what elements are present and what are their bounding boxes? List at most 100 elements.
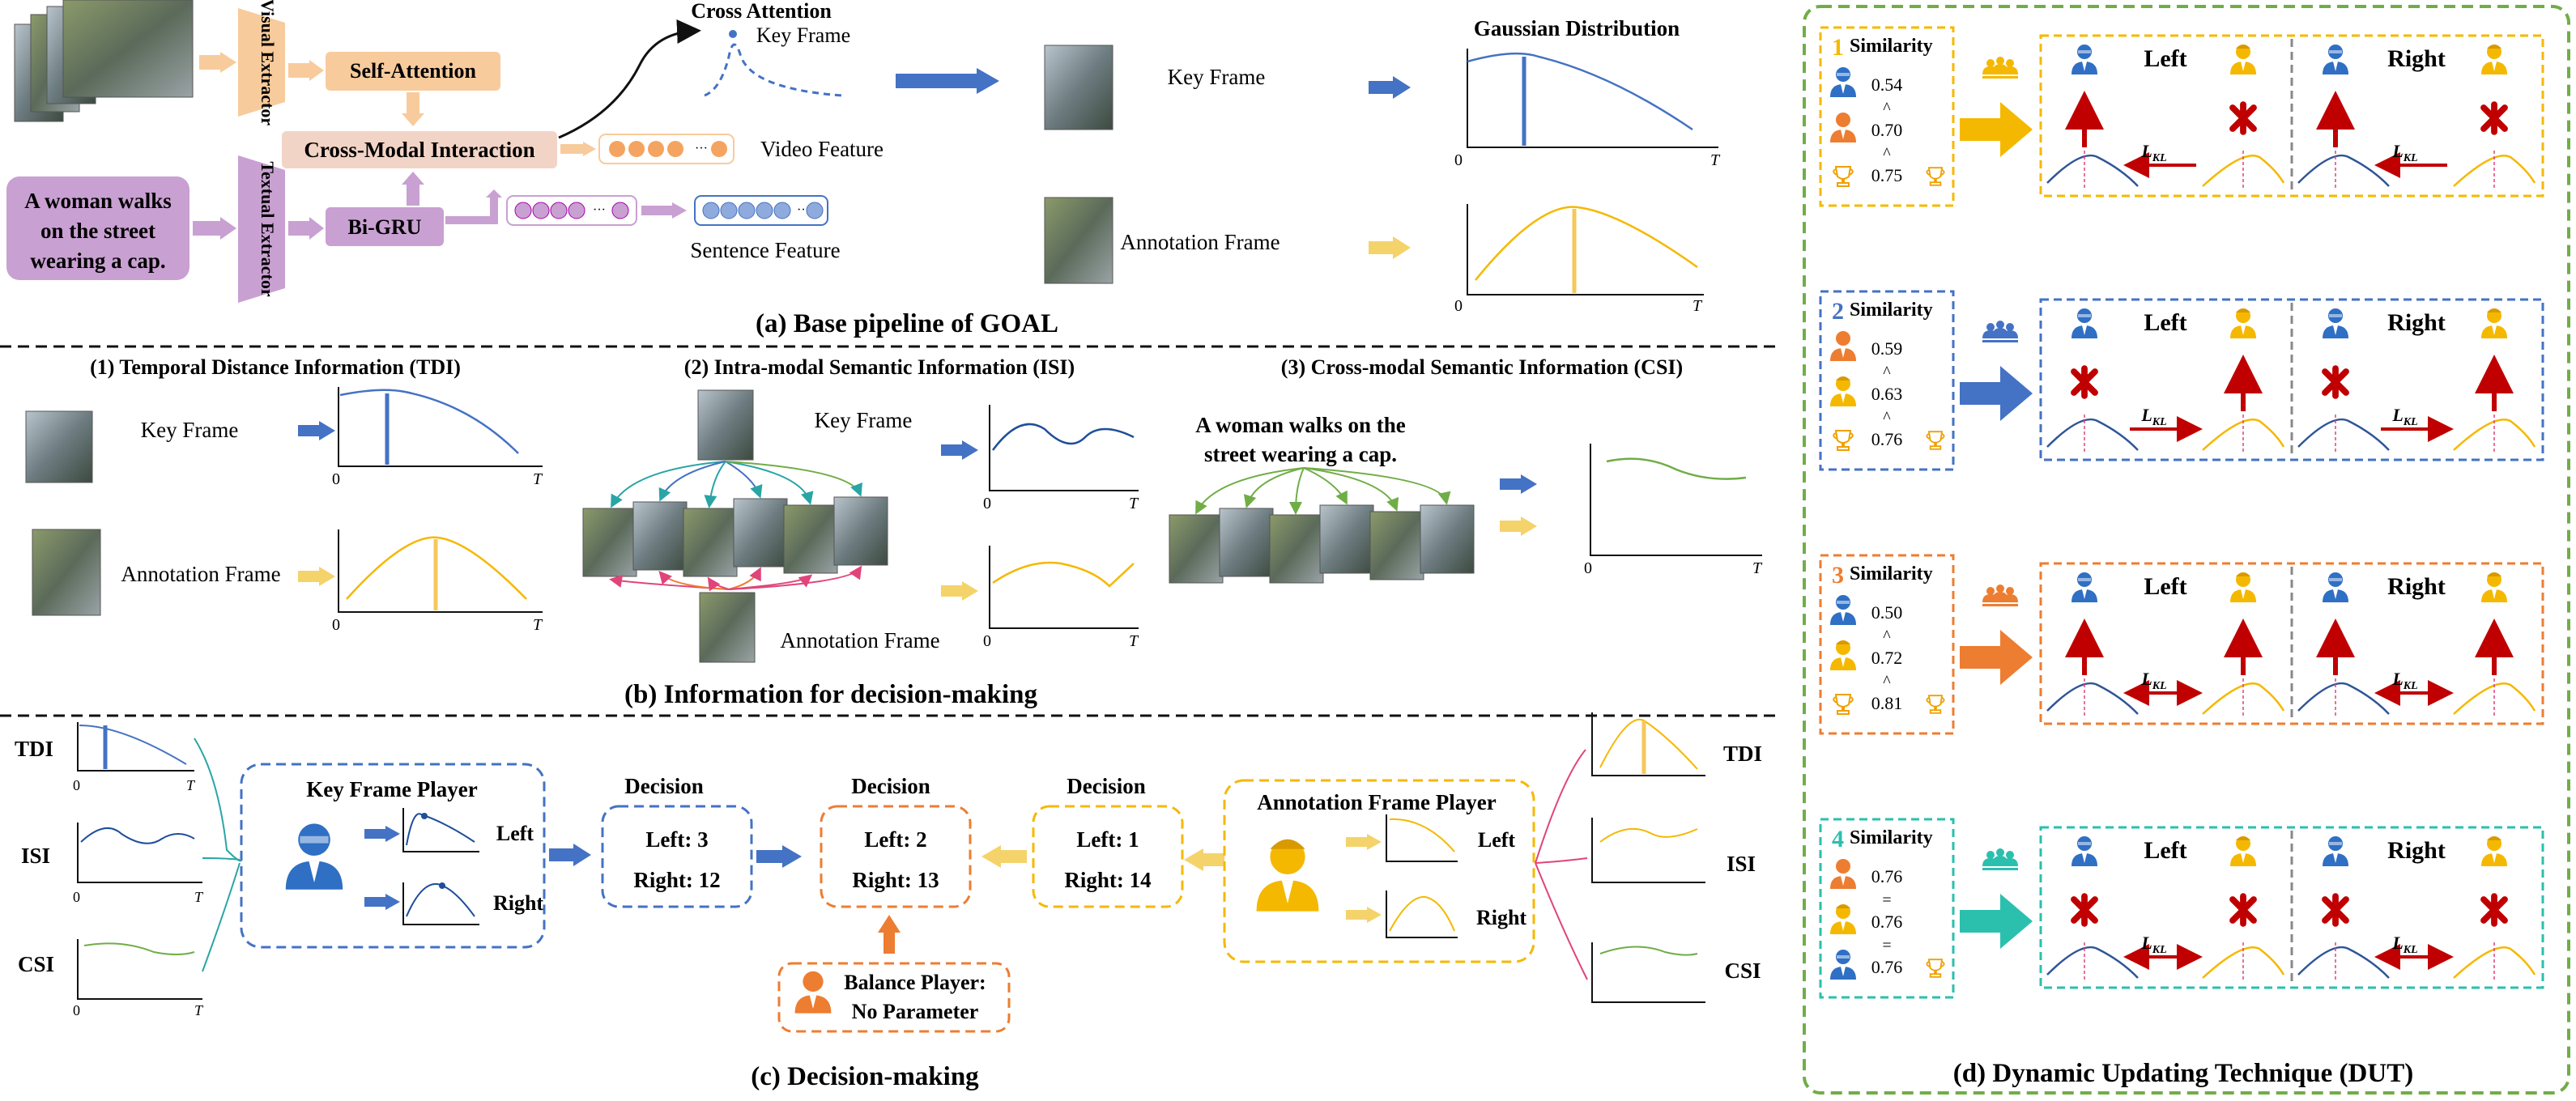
self-attention-label: Self-Attention <box>350 59 477 83</box>
similarity-value: ^ <box>1883 673 1891 691</box>
svg-text:T: T <box>533 616 543 634</box>
similarity-value: ^ <box>1883 363 1891 381</box>
similarity-icon <box>1830 640 1856 670</box>
sentence-feature-label: Sentence Feature <box>690 238 840 262</box>
svg-text:0: 0 <box>332 616 340 634</box>
cross-attention-key-frame-label: Key Frame <box>756 23 850 47</box>
decision-ann-box <box>1032 805 1184 908</box>
similarity-value: ^ <box>1883 100 1891 117</box>
annotation-frame-thumbnail <box>1044 197 1113 284</box>
right-label: Right <box>2387 45 2446 72</box>
gold-player-icon <box>2230 836 2256 866</box>
svg-text:0: 0 <box>73 889 80 905</box>
query-line-3: wearing a cap. <box>30 249 165 273</box>
svg-text:···: ··· <box>695 142 708 155</box>
red-x-icon <box>2484 896 2505 924</box>
isi-annotation-frame-thumb <box>699 592 756 663</box>
dut-outer-box <box>1803 5 2570 1095</box>
visual-extractor-label: Visual Extractor <box>258 0 278 125</box>
similarity-icon <box>1830 376 1856 406</box>
big-arrow <box>1960 630 2033 685</box>
blue-player-icon <box>2323 45 2348 74</box>
balance-player-icon <box>794 971 832 1014</box>
similarity-icon <box>1830 859 1856 889</box>
left-label: Left <box>2144 45 2186 72</box>
key-frame-player-box <box>240 763 546 949</box>
decision-key-left: Left: 3 <box>645 827 708 852</box>
blue-player-icon <box>2323 836 2348 866</box>
gold-player-icon <box>2481 836 2507 866</box>
decision-ann-right: Right: 14 <box>1064 868 1151 892</box>
video-frames-stack <box>14 0 194 122</box>
similarity-value: 0.76 <box>1871 957 1903 977</box>
kl-label: LKL <box>2391 405 2417 428</box>
self-attention-block <box>326 52 500 91</box>
blue-player-icon <box>2071 836 2097 866</box>
isi-frame-row <box>582 496 888 577</box>
trophy-icon <box>1926 431 1945 450</box>
similarity-value: = <box>1882 937 1891 954</box>
tdi-annotation-frame-thumb <box>32 529 101 616</box>
csi-query-line-2: street wearing a cap. <box>1204 442 1397 466</box>
left-label: Left <box>2144 837 2186 864</box>
big-arrow <box>1960 102 2033 157</box>
similarity-box <box>1819 290 1955 471</box>
red-x-icon <box>2233 104 2254 132</box>
svg-text:T: T <box>1129 632 1139 650</box>
video-feature-label: Video Feature <box>760 137 884 161</box>
similarity-value: ^ <box>1883 409 1891 427</box>
balance-player-box <box>777 962 1011 1033</box>
gaussian-title: Gaussian Distribution <box>1474 16 1680 40</box>
csi-frame-row <box>1169 504 1475 584</box>
update-box <box>2039 34 2544 198</box>
decision-mid-right: Right: 13 <box>852 868 939 892</box>
similarity-value: 0.81 <box>1871 693 1903 713</box>
svg-text:0: 0 <box>983 632 991 650</box>
crowd-icon <box>1982 57 2018 79</box>
update-box <box>2039 298 2544 461</box>
isi-annotation-frame-label: Annotation Frame <box>780 628 939 653</box>
tdi-title: (1) Temporal Distance Information (TDI) <box>90 355 461 379</box>
similarity-icon <box>1830 113 1856 142</box>
section-a-base-pipeline: Visual Extractor Self-Attention Cross-Mo… <box>6 0 1721 338</box>
kl-label: LKL <box>2140 933 2166 956</box>
decision-mid-title: Decision <box>851 774 930 798</box>
similarity-value: 0.50 <box>1871 602 1903 623</box>
annotation-frame-label: Annotation Frame <box>1120 230 1279 254</box>
decision-mid-box <box>820 805 972 908</box>
update-box <box>2039 826 2544 989</box>
blue-player-icon <box>2071 572 2097 602</box>
decision-key-right: Right: 12 <box>633 868 720 892</box>
tdi-annotation-frame-label: Annotation Frame <box>121 562 280 586</box>
query-line-2: on the street <box>40 219 155 243</box>
similarity-value: 0.54 <box>1871 74 1903 95</box>
gold-player-icon <box>2230 45 2256 74</box>
svg-text:T: T <box>186 777 196 793</box>
red-x-icon <box>2484 104 2505 132</box>
gaussian-plot-annotation: 0 T <box>1454 204 1704 315</box>
right-label: Right <box>2387 309 2446 336</box>
bi-gru-label: Bi-GRU <box>348 215 422 239</box>
decision-ann-title: Decision <box>1067 774 1146 798</box>
c-tdi-label-right: TDI <box>1723 742 1762 766</box>
case-number: 4 <box>1832 826 1844 852</box>
tdi-key-frame-label: Key Frame <box>141 418 239 442</box>
key-frame-thumbnail <box>1044 45 1113 130</box>
query-feature-vector <box>506 195 637 226</box>
isi-key-frame-thumb <box>697 389 754 461</box>
gold-player-icon <box>2230 308 2256 338</box>
left-label: Left <box>2144 573 2186 600</box>
gold-player-icon <box>2481 308 2507 338</box>
case-number: 1 <box>1832 34 1844 61</box>
balance-player-line-1: Balance Player: <box>844 971 986 994</box>
svg-text:···: ··· <box>593 203 606 217</box>
visual-extractor-block <box>238 8 285 117</box>
section-d-dut: (d) Dynamic Updating Technique (DUT) <box>1803 5 2570 1095</box>
svg-text:T: T <box>1129 495 1139 512</box>
kl-label: LKL <box>2140 141 2166 164</box>
gold-player-icon <box>2481 572 2507 602</box>
